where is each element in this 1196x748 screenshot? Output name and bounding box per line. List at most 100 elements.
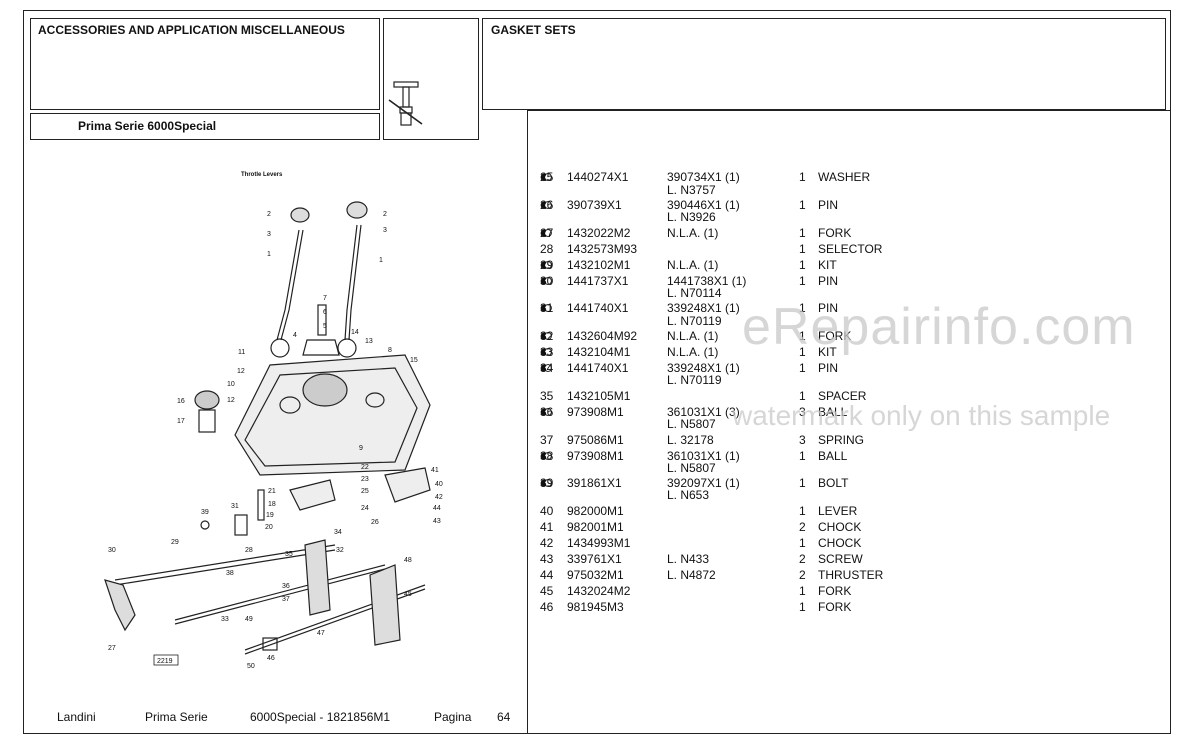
description: KIT [818, 345, 837, 359]
footer-brand: Landini [57, 710, 96, 724]
part-number: 1441740X1 [567, 301, 629, 315]
part-number: 1441737X1 [567, 274, 629, 288]
item-number: 33 [540, 345, 554, 359]
replacement-note: L. 32178 [667, 433, 714, 447]
replacement-subnote: L. N653 [667, 488, 710, 502]
replacement-note: 390734X1 (1) [667, 170, 740, 184]
diagram-title: Throtle Levers [241, 172, 283, 178]
description: SPRING [818, 433, 865, 447]
description: FORK [818, 600, 852, 614]
parts-row: 29 1432102M1 N.L.A. (1) 1 KIT [540, 258, 837, 272]
replacement-indicator-icon [540, 332, 552, 340]
callout-label: 3 [267, 231, 271, 238]
item-number: 31 [540, 301, 554, 315]
item-number: 38 [540, 449, 554, 463]
right-title: GASKET SETS [491, 23, 576, 37]
part-number: 975032M1 [567, 568, 624, 582]
callout-label: 19 [266, 512, 274, 519]
replacement-note: 339248X1 (1) [667, 361, 740, 375]
quantity: 1 [799, 449, 806, 463]
item-number: 29 [540, 258, 554, 272]
callout-label: 46 [267, 655, 275, 662]
description: LEVER [818, 504, 858, 518]
watermark-text: eRepairinfo.com [742, 298, 1136, 356]
part-number: 975086M1 [567, 433, 624, 447]
replacement-subnote: L. N70114 [667, 286, 722, 300]
parts-row: 27 1432022M2 N.L.A. (1) 1 FORK [540, 226, 851, 240]
callout-label: 38 [226, 570, 234, 577]
callout-label: 35 [285, 551, 293, 558]
callout-label: 20 [265, 524, 273, 531]
replacement-note: N.L.A. (1) [667, 258, 719, 272]
callout-label: 26 [371, 519, 379, 526]
replacement-note: 390446X1 (1) [667, 198, 740, 212]
quantity: 1 [799, 584, 806, 598]
quantity: 1 [799, 226, 806, 240]
callout-label: 10 [227, 381, 235, 388]
footer-page-label: Pagina [434, 710, 472, 724]
callout-label: 9 [359, 445, 363, 452]
gasket-icon [388, 81, 423, 126]
description: THRUSTER [818, 568, 884, 582]
quantity: 1 [799, 600, 806, 614]
footer-series: Prima Serie [145, 710, 208, 724]
quantity: 3 [799, 405, 806, 419]
parts-row: 36 973908M1 361031X1 (3) 3 BALL [540, 405, 847, 419]
item-number: 43 [540, 552, 554, 566]
item-number: 42 [540, 536, 554, 550]
part-number: 391861X1 [567, 476, 622, 490]
replacement-indicator-icon [540, 304, 552, 312]
item-number: 46 [540, 600, 554, 614]
description: WASHER [818, 170, 871, 184]
replacement-note: L. N4872 [667, 568, 716, 582]
exploded-parts-diagram: 2 3 1 2 3 1 7 6 5 4 14 13 8 15 11 12 10 … [104, 201, 443, 670]
callout-label: 45 [404, 591, 412, 598]
quantity: 1 [799, 301, 806, 315]
part-number: 1432604M92 [567, 329, 638, 343]
parts-row: 38 973908M1 361031X1 (1) 1 BALL [540, 449, 847, 463]
callout-label: 8 [388, 347, 392, 354]
part-number: 1441740X1 [567, 361, 629, 375]
quantity: 2 [799, 568, 806, 582]
item-number: 44 [540, 568, 554, 582]
callout-label: 41 [431, 467, 439, 474]
page-number: 64 [497, 710, 511, 724]
callout-label: 2 [383, 211, 387, 218]
description: BALL [818, 449, 848, 463]
part-number: 982001M1 [567, 520, 624, 534]
quantity: 1 [799, 274, 806, 288]
callout-label: 24 [361, 505, 369, 512]
quantity: 1 [799, 170, 806, 184]
parts-row: 31 1441740X1 339248X1 (1) 1 PIN [540, 301, 838, 315]
quantity: 1 [799, 476, 806, 490]
callout-label: 47 [317, 630, 325, 637]
parts-row: 25 1440274X1 390734X1 (1) 1 WASHER [540, 170, 870, 184]
item-number: 32 [540, 329, 554, 343]
callout-label: 13 [365, 338, 373, 345]
replacement-indicator-icon [540, 277, 552, 285]
item-number: 25 [540, 170, 554, 184]
callout-label: 23 [361, 476, 369, 483]
item-number: 28 [540, 242, 554, 256]
part-number: 982000M1 [567, 504, 624, 518]
parts-row: 30 1441737X1 1441738X1 (1) 1 PIN [540, 274, 838, 288]
item-number: 40 [540, 504, 554, 518]
item-number: 45 [540, 584, 554, 598]
parts-row: 32 1432604M92 N.L.A. (1) 1 FORK [540, 329, 851, 343]
callout-label: 39 [201, 509, 209, 516]
description: KIT [818, 258, 837, 272]
replacement-subnote: L. N5807 [667, 461, 716, 475]
replacement-indicator-icon [540, 229, 552, 237]
callout-label: 34 [334, 529, 342, 536]
part-number: 1432022M2 [567, 226, 631, 240]
left-title-box [30, 18, 380, 110]
callout-label: 1 [379, 257, 383, 264]
quantity: 1 [799, 504, 806, 518]
part-number: 1432024M2 [567, 584, 631, 598]
quantity: 3 [799, 433, 806, 447]
replacement-indicator-icon [540, 348, 552, 356]
table-top-rule [527, 110, 1171, 111]
parts-row: 33 1432104M1 N.L.A. (1) 1 KIT [540, 345, 837, 359]
part-number: 1432104M1 [567, 345, 631, 359]
parts-row: 34 1441740X1 339248X1 (1) 1 PIN [540, 361, 838, 375]
